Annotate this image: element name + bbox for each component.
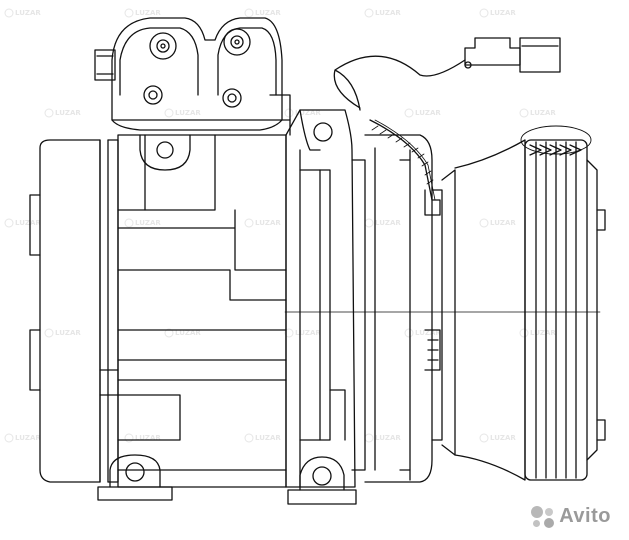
avito-badge-text: Avito: [559, 505, 611, 527]
watermark-logo-icon: [44, 108, 54, 118]
watermark-logo-icon: [479, 218, 489, 228]
watermark-logo-icon: [44, 328, 54, 338]
watermark-logo-icon: [124, 8, 134, 18]
watermark-text: LUZAR: [135, 219, 161, 227]
watermark-text: LUZAR: [15, 219, 41, 227]
watermark-logo-icon: [404, 108, 414, 118]
watermark-text: LUZAR: [375, 219, 401, 227]
watermark-logo-icon: [479, 8, 489, 18]
watermark-logo-icon: [364, 433, 374, 443]
mounting-ear-upper: [139, 134, 191, 171]
watermark-text: LUZAR: [490, 219, 516, 227]
clutch-pulley: [441, 125, 606, 481]
watermark-text: LUZAR: [55, 109, 81, 117]
watermark-text: LUZAR: [375, 434, 401, 442]
watermark-logo-icon: [244, 8, 254, 18]
wire-harness: [333, 37, 561, 201]
watermark-text: LUZAR: [415, 329, 441, 337]
watermark-logo-icon: [124, 433, 134, 443]
watermark-text: LUZAR: [490, 434, 516, 442]
watermark-layer: LUZAR LUZAR LUZAR LUZAR LUZAR LUZAR LUZAR LUZAR…: [4, 8, 556, 443]
watermark-logo-icon: [164, 108, 174, 118]
watermark-text: LUZAR: [255, 9, 281, 17]
watermark-text: LUZAR: [295, 109, 321, 117]
mounting-ear-left: [97, 454, 173, 501]
watermark-logo-icon: [284, 108, 294, 118]
watermark-logo-icon: [244, 218, 254, 228]
watermark-text: LUZAR: [175, 329, 201, 337]
service-valve-block: [94, 17, 291, 136]
watermark-text: LUZAR: [15, 434, 41, 442]
watermark-logo-icon: [244, 433, 254, 443]
watermark-logo-icon: [164, 328, 174, 338]
compressor-body: [285, 109, 443, 488]
watermark-text: LUZAR: [295, 329, 321, 337]
watermark-text: LUZAR: [255, 434, 281, 442]
mounting-ear-right: [287, 456, 357, 505]
watermark-logo-icon: [479, 433, 489, 443]
watermark-text: LUZAR: [135, 9, 161, 17]
watermark-text: LUZAR: [530, 329, 556, 337]
watermark-text: LUZAR: [55, 329, 81, 337]
watermark-logo-icon: [4, 433, 14, 443]
clutch-terminal: [424, 189, 441, 371]
watermark-logo-icon: [124, 218, 134, 228]
watermark-logo-icon: [519, 108, 529, 118]
watermark-text: LUZAR: [375, 9, 401, 17]
rear-housing: [29, 134, 287, 488]
watermark-logo-icon: [519, 328, 529, 338]
watermark-text: LUZAR: [490, 9, 516, 17]
watermark-logo-icon: [284, 328, 294, 338]
avito-logo-icon: [531, 505, 557, 528]
watermark-text: LUZAR: [530, 109, 556, 117]
watermark-text: LUZAR: [175, 109, 201, 117]
watermark-logo-icon: [4, 8, 14, 18]
watermark-logo-icon: [364, 218, 374, 228]
watermark-text: LUZAR: [415, 109, 441, 117]
watermark-logo-icon: [404, 328, 414, 338]
avito-badge: Avito: [531, 505, 611, 528]
watermark-logo-icon: [4, 218, 14, 228]
watermark-text: LUZAR: [135, 434, 161, 442]
watermark-logo-icon: [364, 8, 374, 18]
watermark-text: LUZAR: [15, 9, 41, 17]
watermark-text: LUZAR: [255, 219, 281, 227]
